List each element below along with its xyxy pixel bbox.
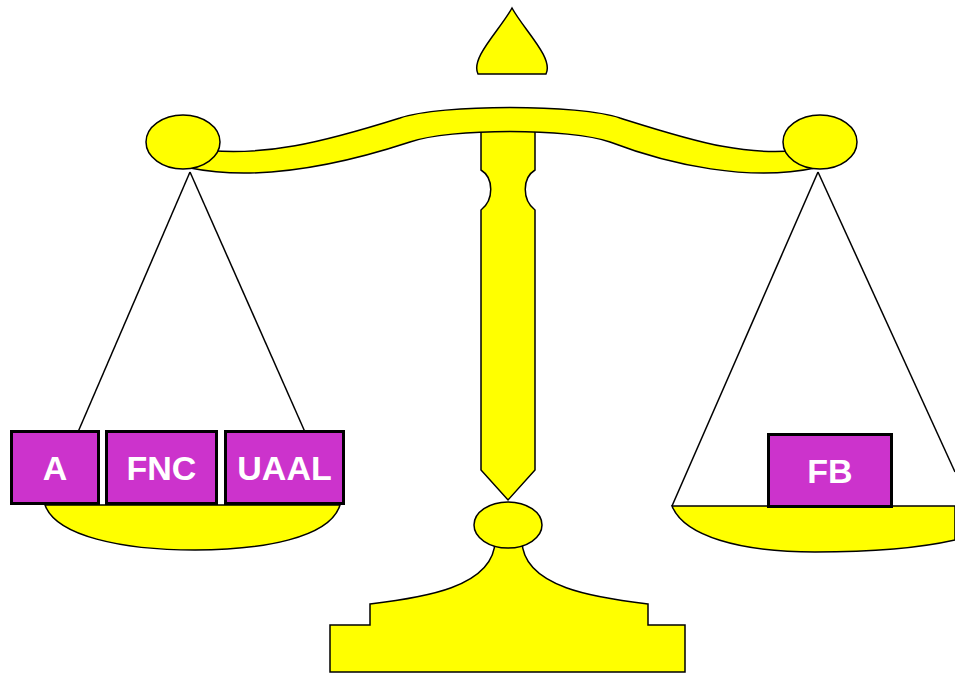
pan-string	[818, 172, 955, 472]
label-box: A	[10, 430, 100, 505]
label-box: FNC	[105, 430, 218, 505]
label-box: UAAL	[224, 430, 345, 505]
label-box: FB	[767, 433, 893, 508]
right-pan	[672, 506, 955, 552]
scale-base	[330, 540, 685, 672]
box-label: FB	[807, 454, 852, 488]
scale-post	[481, 130, 535, 500]
beam-scroll	[783, 115, 857, 169]
box-label: A	[43, 451, 68, 485]
box-label: UAAL	[237, 451, 331, 485]
pan-string	[190, 172, 305, 432]
box-label: FNC	[127, 451, 197, 485]
scale-beam	[190, 108, 815, 174]
left-pan	[45, 505, 340, 550]
pan-string	[78, 172, 190, 432]
finial	[477, 8, 548, 74]
beam-scroll	[146, 115, 220, 169]
post-knob	[474, 502, 542, 548]
